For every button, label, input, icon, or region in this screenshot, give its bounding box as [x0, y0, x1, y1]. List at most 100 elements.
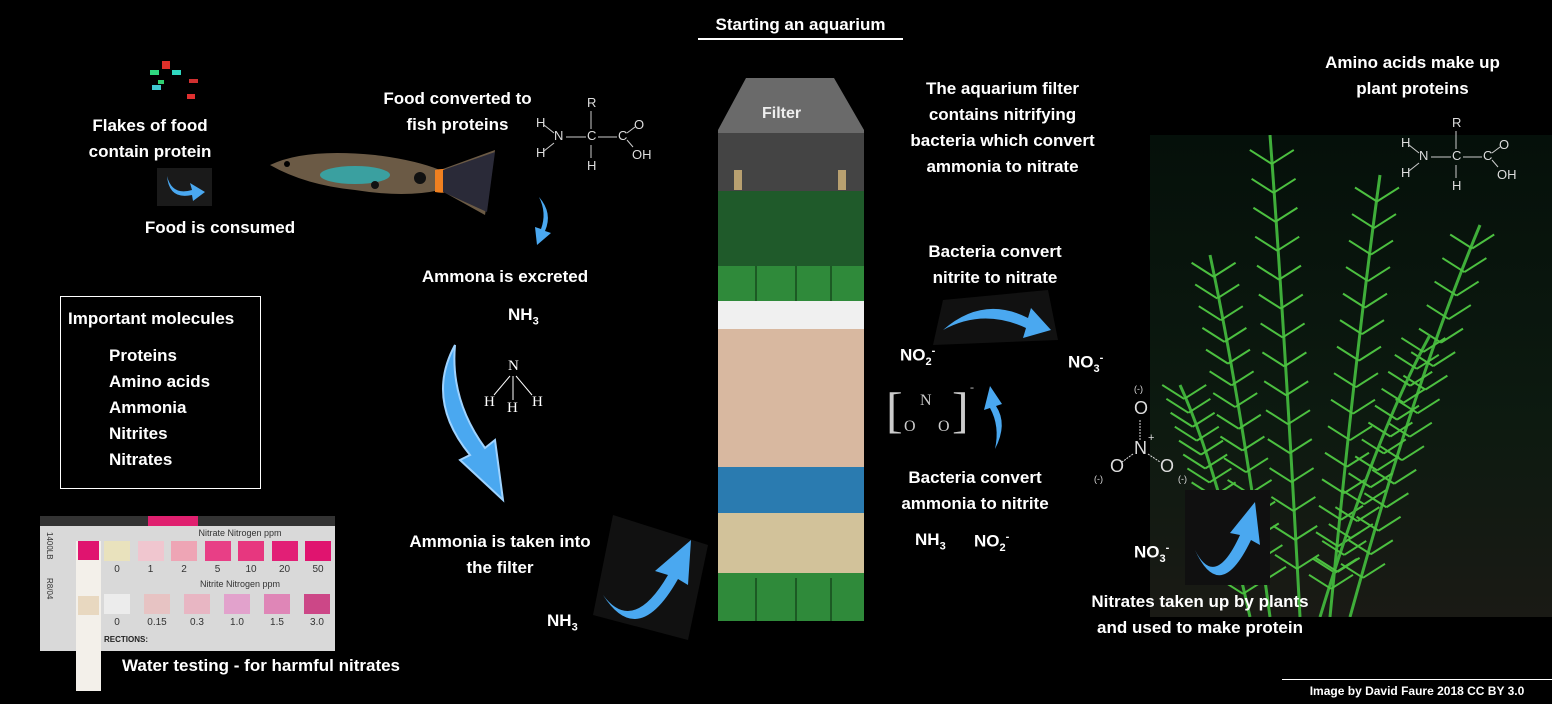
plant-leaf	[1315, 557, 1339, 573]
color-swatch	[304, 594, 330, 614]
plant-leaf	[1205, 348, 1229, 365]
no3-label: NO3-	[1134, 542, 1170, 566]
plant-leaf	[1170, 411, 1194, 428]
plant-leaf	[1387, 421, 1411, 438]
plant-leaf	[1267, 438, 1291, 454]
plant-leaf	[1198, 305, 1222, 322]
plant-leaf	[1272, 525, 1296, 541]
plant-leaf	[1410, 351, 1434, 367]
plant-leaf	[1409, 370, 1433, 387]
plant-leaf	[1358, 345, 1382, 362]
plant-leaf	[1254, 235, 1278, 252]
plant-leaf	[1285, 380, 1309, 397]
swatch-value: 10	[245, 564, 257, 575]
color-swatch	[104, 541, 130, 561]
plant-leaf	[1378, 515, 1402, 532]
plant-leaf	[1209, 370, 1233, 387]
plant-leaf	[1178, 439, 1202, 456]
plant-leaf	[1213, 261, 1237, 278]
plant-leaf	[1251, 177, 1275, 194]
plant-leaf	[1364, 292, 1388, 309]
plant-leaf	[1260, 322, 1284, 339]
plant-leaf	[1289, 438, 1313, 454]
plant-leaf	[1220, 305, 1244, 322]
no3-label: NO3-	[1068, 352, 1104, 376]
color-swatch	[305, 541, 331, 561]
curved-up-arrow-icon	[1185, 490, 1270, 585]
swatch-value: 2	[181, 564, 187, 575]
plant-leaf	[1342, 292, 1366, 309]
plant-leaf	[1256, 264, 1280, 281]
plant-leaf	[1449, 233, 1473, 250]
plant-leaf	[1434, 280, 1458, 297]
plant-leaf	[1276, 235, 1300, 252]
curved-right-arrow-icon	[933, 290, 1058, 345]
plant-leaf	[1350, 523, 1374, 539]
plant-leaf	[1187, 397, 1211, 414]
nitrite-title: Nitrite Nitrogen ppm	[199, 579, 281, 589]
ammonia-molecule: N H H H	[484, 358, 543, 416]
swatch-value: 1.5	[270, 617, 284, 628]
plant-leaf	[1337, 557, 1361, 573]
plant-leaf	[1249, 149, 1273, 165]
image-credit: Image by David Faure 2018 CC BY 3.0	[1282, 679, 1552, 698]
down-arrow-icon	[535, 197, 551, 245]
plant-leaf	[1165, 397, 1189, 414]
plant-leaf	[1363, 492, 1387, 509]
plant-leaf	[1396, 404, 1420, 421]
plant-leaf	[1370, 539, 1394, 556]
plant-leaf	[1321, 540, 1345, 556]
plant-stem	[1268, 134, 1302, 618]
plant-leaf	[1370, 472, 1394, 489]
plant-leaf	[1328, 523, 1352, 539]
no2-label: NO2-	[900, 345, 936, 369]
plant-leaf	[1283, 351, 1307, 368]
plant-leaf	[1340, 562, 1364, 579]
plant-leaf	[1161, 384, 1185, 400]
plant-leaf	[1354, 186, 1378, 203]
plant-leaf	[1340, 504, 1364, 521]
molecule-item: Ammonia	[109, 398, 187, 417]
plant-leaf	[1212, 392, 1236, 408]
plant-leaf	[1426, 304, 1450, 320]
molecule-item: Nitrites	[109, 424, 168, 443]
plant-leaf	[1362, 562, 1386, 579]
swatch-value: 3.0	[310, 617, 324, 628]
plant-leaf	[1393, 468, 1417, 485]
plant-leaf	[1417, 398, 1441, 415]
amino-acid-structure: R H N H C H C O OH	[1401, 115, 1517, 193]
plant-leaf	[1409, 421, 1433, 438]
aquarium-filter-image	[718, 78, 864, 621]
plant-leaf	[1241, 435, 1265, 452]
plant-leaf	[1194, 283, 1218, 300]
nitrate-test-strip-chart: 1400LB R8/04 Nitrate Nitrogen ppm Nitrit…	[40, 516, 335, 691]
plant-leaf	[1196, 425, 1220, 442]
water-testing-label: Water testing - for harmful nitrates	[122, 656, 401, 675]
plant-leaf	[1321, 478, 1345, 495]
plant-leaf	[1324, 451, 1348, 468]
color-swatch	[264, 594, 290, 614]
plant-leaf	[1261, 351, 1285, 368]
plant-leaf	[1223, 327, 1247, 343]
plant-leaf	[1336, 345, 1360, 362]
plant-leaf	[1373, 213, 1397, 229]
plant-leaf	[1352, 398, 1376, 415]
up-arrow-icon	[984, 386, 1002, 449]
no2-label: NO2-	[974, 531, 1010, 555]
plant-leaf	[1403, 387, 1427, 404]
plant-leaf	[1440, 327, 1464, 344]
plant-leaf	[1216, 283, 1240, 300]
color-swatch	[144, 594, 170, 614]
swatch-value: 0.3	[190, 617, 204, 628]
plant-leaf	[1361, 319, 1385, 335]
plant-leaf	[1349, 425, 1373, 442]
plant-leaf	[1471, 233, 1495, 250]
plant-leaf	[1271, 149, 1295, 165]
plant-leaf	[1219, 435, 1243, 452]
plant-leaf	[1330, 398, 1354, 415]
plant-leaf	[1354, 455, 1378, 472]
